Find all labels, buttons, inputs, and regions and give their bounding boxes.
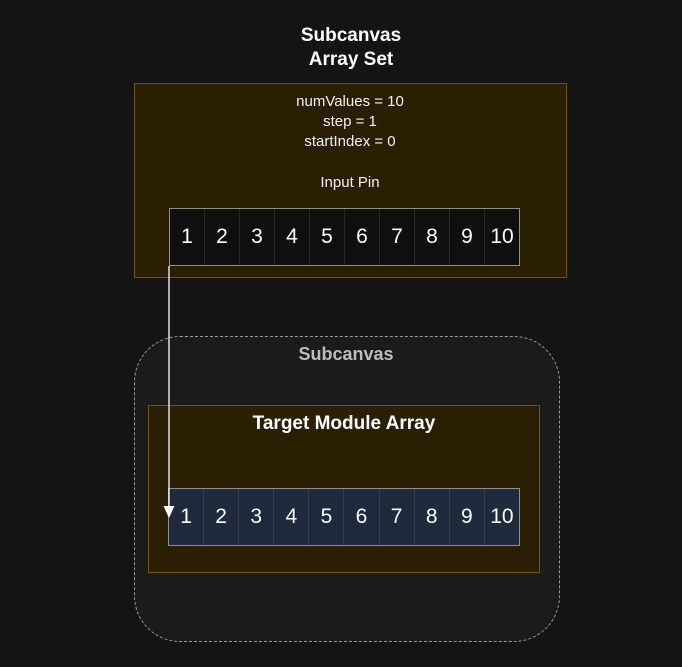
target-cell: 6 bbox=[344, 489, 380, 545]
target-cell: 10 bbox=[490, 505, 514, 528]
input-cell: 4 bbox=[275, 209, 310, 265]
target-cell: 7 bbox=[380, 489, 415, 545]
param-step: step = 1 bbox=[323, 113, 377, 130]
input-cell: 5 bbox=[310, 209, 345, 265]
input-cell: 7 bbox=[380, 209, 415, 265]
input-cell: 6 bbox=[345, 209, 380, 265]
target-cell: 9 bbox=[450, 489, 485, 545]
target-module-label: Target Module Array bbox=[252, 413, 436, 434]
target-cell: 1 bbox=[169, 489, 205, 545]
target-cell: 2 bbox=[204, 489, 240, 545]
input-cell: 2 bbox=[205, 209, 240, 265]
input-cell: 3 bbox=[240, 209, 275, 265]
param-start-index: startIndex = 0 bbox=[304, 133, 396, 150]
input-cell: 8 bbox=[415, 209, 450, 265]
target-cell: 5 bbox=[309, 489, 345, 545]
target-cell: 3 bbox=[239, 489, 275, 545]
input-cell: 9 bbox=[450, 209, 485, 265]
target-module-array[interactable]: 1 2 3 4 5 6 7 8 9 10 bbox=[168, 488, 520, 546]
input-cell: 10 bbox=[490, 225, 514, 248]
target-cell: 8 bbox=[415, 489, 450, 545]
input-pin-label: Input Pin bbox=[320, 174, 380, 191]
target-cell: 4 bbox=[274, 489, 310, 545]
input-pin-array[interactable]: 1 2 3 4 5 6 7 8 9 10 bbox=[169, 208, 520, 266]
subcanvas-label: Subcanvas bbox=[298, 344, 394, 364]
array-set-title-line2: Array Set bbox=[308, 49, 394, 70]
input-cell: 1 bbox=[170, 209, 205, 265]
param-num-values: numValues = 10 bbox=[296, 93, 404, 110]
array-set-title-line1: Subcanvas bbox=[300, 25, 402, 46]
